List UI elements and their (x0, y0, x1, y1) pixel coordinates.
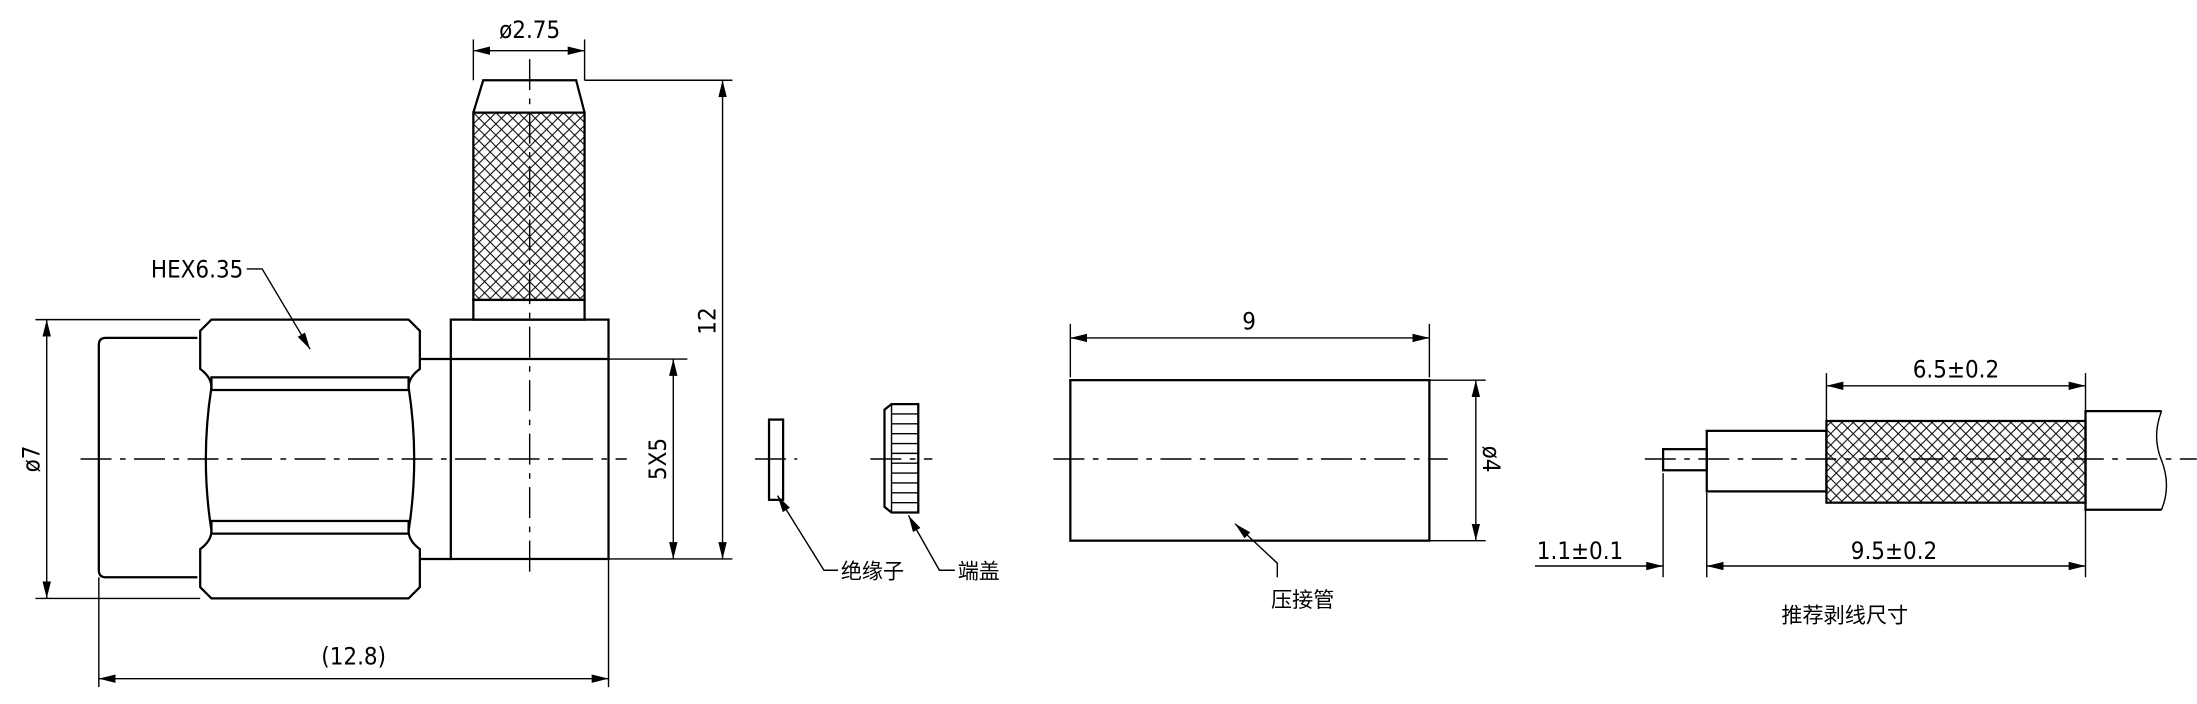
braid-length-label: 6.5±0.2 (1913, 355, 1999, 383)
crimp-diameter-label: ø4 (1477, 446, 1505, 473)
outer-diameter-label: ø7 (18, 446, 46, 473)
hex-band-top (210, 376, 410, 392)
height-label: 12 (694, 307, 722, 334)
dielectric (1705, 429, 1828, 493)
end-cap-part: 端盖 (870, 402, 1000, 584)
length-label: (12.8) (321, 643, 386, 671)
hex-band-bottom (210, 519, 410, 535)
crimp-length-label: 9 (1242, 307, 1256, 335)
body-size-label: 5X5 (644, 438, 672, 480)
connector-view: ø2.75 12 5X5 ø7 (12.8) HEX6.35 (18, 16, 733, 688)
front-cap (97, 336, 198, 579)
insulator-label: 绝缘子 (841, 559, 904, 584)
end-cap-label: 端盖 (958, 559, 1000, 584)
strip-caption: 推荐剥线尺寸 (1781, 602, 1908, 627)
crimp-tube-label: 压接管 (1271, 587, 1334, 612)
cable-diameter-label: ø2.75 (499, 16, 560, 44)
insulator-part: 绝缘子 (754, 418, 904, 584)
braid (1825, 419, 2087, 504)
crimp-tube-part: 9 ø4 压接管 (1053, 307, 1505, 612)
jacket (2084, 410, 2162, 511)
pin-length-label: 1.1±0.1 (1537, 537, 1623, 565)
dielectric-length-label: 9.5±0.2 (1851, 537, 1937, 565)
hex-label: HEX6.35 (151, 255, 243, 283)
strip-dimension-view: 6.5±0.2 1.1±0.1 9.5±0.2 推荐剥线尺寸 (1534, 355, 2197, 627)
